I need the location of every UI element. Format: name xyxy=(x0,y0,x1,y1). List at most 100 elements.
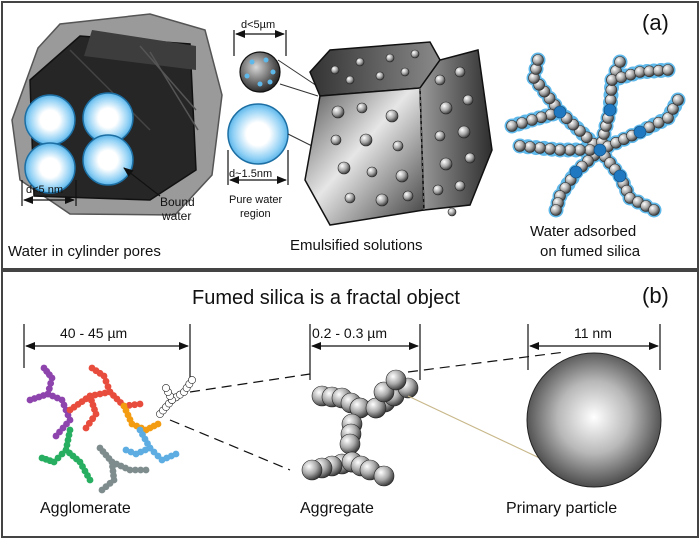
emulsion-caption: Emulsified solutions xyxy=(290,237,423,254)
cube-droplet xyxy=(462,94,474,106)
silica-node xyxy=(553,105,567,119)
agglomerate-chain-bead xyxy=(44,390,52,398)
cube-droplet xyxy=(410,49,420,59)
cube-droplet xyxy=(356,102,368,114)
aggregate-particle xyxy=(373,465,395,487)
cube-droplet xyxy=(331,105,345,119)
primary-particle-sphere xyxy=(526,352,662,488)
cube-droplet xyxy=(454,66,466,78)
agglomerate-chain-bead xyxy=(137,466,145,474)
aggregate-particle xyxy=(385,369,407,391)
silica-node xyxy=(633,125,647,139)
pure-water-label-1: Pure water xyxy=(229,194,283,206)
agglomerate-aggregate-bead xyxy=(188,376,196,384)
panel-b-title: Fumed silica is a fractal object xyxy=(192,287,460,309)
agglomerate-chain-bead xyxy=(172,450,180,458)
silica-particle xyxy=(550,204,562,216)
silica-particle xyxy=(648,204,660,216)
agglomerate-chain-bead xyxy=(131,401,139,409)
agglomerate-chain-bead xyxy=(98,486,106,494)
pore-water-circle xyxy=(24,142,76,194)
cube-droplet xyxy=(375,193,389,207)
cube-droplet xyxy=(330,65,340,75)
agglomerate-chain-bead xyxy=(125,401,133,409)
silica-particle xyxy=(672,94,684,106)
agglomerate-caption: Agglomerate xyxy=(40,500,131,517)
cube-droplet xyxy=(366,166,378,178)
fumed-silica-water-structure xyxy=(504,52,686,218)
cube-droplet xyxy=(355,57,365,67)
agglomerate-chain-bead xyxy=(52,432,60,440)
agglomerate-chain-bead xyxy=(106,388,114,396)
agglomerate-chain-bead xyxy=(86,476,94,484)
silica-particle xyxy=(554,144,566,156)
bound-water-label-1: Bound xyxy=(160,195,195,209)
cube-droplet xyxy=(454,180,466,192)
cube-droplet xyxy=(385,109,399,123)
silica-particle xyxy=(662,64,674,76)
agglomerate-chain-bead xyxy=(136,400,144,408)
pore-water-circle xyxy=(24,94,76,146)
cube-droplet xyxy=(385,53,395,63)
cube-droplet xyxy=(434,130,446,142)
emulsion-cube xyxy=(304,41,493,226)
cylinder-pores-caption: Water in cylinder pores xyxy=(8,243,161,260)
cube-droplet xyxy=(439,101,453,115)
panel-a-frame xyxy=(1,1,699,270)
cube-droplet xyxy=(447,207,457,217)
aggregate-caption: Aggregate xyxy=(300,500,374,517)
silica-particle xyxy=(605,84,618,96)
silica-particle xyxy=(506,120,518,132)
pore-diameter-label: d<5 nm xyxy=(26,184,63,196)
cube-droplet xyxy=(400,67,410,77)
aggregate-chain xyxy=(301,369,419,487)
silica-particle xyxy=(526,114,538,126)
silica-node xyxy=(569,165,583,179)
agglomerate-chain-bead xyxy=(131,466,139,474)
silica-node xyxy=(603,103,617,117)
cube-droplet xyxy=(402,190,414,202)
silica-particle xyxy=(544,143,556,155)
cube-droplet xyxy=(345,75,355,85)
cube-droplet xyxy=(464,152,476,164)
agglomerate-chain-bead xyxy=(82,424,90,432)
silica-particle xyxy=(574,144,586,156)
agglomerate-chain-bead xyxy=(122,446,130,454)
silica-caption-2: on fumed silica xyxy=(540,243,641,260)
droplet-diameter-label: d<5µm xyxy=(241,19,275,31)
silica-particle xyxy=(564,144,576,156)
cylinder-pores-illustration xyxy=(11,13,223,216)
silica-node xyxy=(593,143,607,157)
bound-water-label-2: water xyxy=(161,209,191,223)
silica-particle xyxy=(667,103,679,115)
agglomerate-chain-bead xyxy=(45,385,53,393)
agglomerate-chain-bead xyxy=(40,364,48,372)
droplet-water-dots xyxy=(244,57,276,87)
cube-droplet xyxy=(359,133,373,147)
silica-particle xyxy=(559,182,572,194)
pore-water-circle xyxy=(82,134,134,186)
silica-particle xyxy=(662,112,674,124)
agglomerate-aggregate-bead xyxy=(162,384,170,392)
cube-droplet xyxy=(337,161,351,175)
silica-caption-1: Water adsorbed xyxy=(530,223,636,240)
water-region-diameter-label: d~1.5nm xyxy=(229,168,272,180)
agglomerate-cluster xyxy=(26,364,196,494)
bound-water-arrow xyxy=(123,167,161,197)
panel-b-frame xyxy=(1,270,699,538)
cube-droplet xyxy=(330,134,342,146)
agglomerate-chain-bead xyxy=(142,466,150,474)
cube-droplet xyxy=(434,74,446,86)
agglomerate-chain-bead xyxy=(154,420,162,428)
silica-particle xyxy=(614,56,626,68)
silica-particle xyxy=(532,54,544,66)
silica-node xyxy=(613,169,627,183)
agglomerate-size-label: 40 - 45 µm xyxy=(60,325,127,341)
silica-particle xyxy=(652,116,665,129)
pure-water-label-2: region xyxy=(240,208,271,220)
aggregate-particle xyxy=(301,459,323,481)
panel-a-tag: (a) xyxy=(642,10,669,35)
primary-caption: Primary particle xyxy=(506,500,617,517)
agglomerate-chain-bead xyxy=(102,377,110,385)
